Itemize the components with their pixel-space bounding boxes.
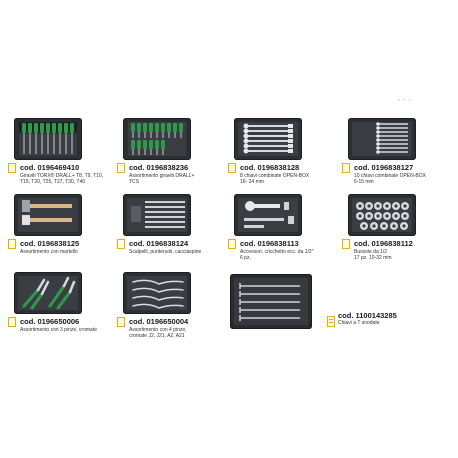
catalog-item-torx-screwdrivers: cod. 0196469410 Giraviti TORX® DRALL+ T8… bbox=[8, 118, 112, 188]
tray-image bbox=[123, 272, 191, 314]
item-badge-icon bbox=[342, 163, 350, 173]
item-code: cod. 0196838128 bbox=[240, 163, 300, 172]
item-code: cod. 0196838112 bbox=[354, 239, 413, 248]
item-badge-icon bbox=[342, 239, 350, 249]
item-code: cod. 0196469410 bbox=[20, 163, 80, 172]
item-description: Chiavi a T snodate bbox=[338, 320, 380, 326]
item-code: cod. 0196838125 bbox=[20, 239, 80, 248]
tray-image bbox=[234, 118, 302, 160]
catalog-item-chisels: cod. 0196838124 Scalpelli, punteruoli, c… bbox=[117, 194, 221, 264]
tray-image bbox=[14, 272, 82, 314]
item-description: Accessori, cricchetto ecc. da 1/2"6 pz. bbox=[240, 249, 314, 261]
item-description: Assortimento con 4 pinze,cromate J2, J21… bbox=[129, 327, 187, 339]
catalog-item-hammer-set: cod. 0196838125 Assortimento con martell… bbox=[8, 194, 112, 264]
tray-image bbox=[123, 118, 191, 160]
tray-image bbox=[234, 194, 302, 236]
tray-image bbox=[230, 274, 312, 329]
item-description: Giraviti TORX® DRALL+ T8, T9, T10,T15, T… bbox=[20, 173, 104, 185]
catalog-item-ratchet-accessories: cod. 0196838113 Accessori, cricchetto ec… bbox=[228, 194, 332, 264]
item-badge-icon bbox=[8, 317, 16, 327]
item-description: Scalpelli, punteruoli, cacciaspine bbox=[129, 249, 202, 255]
item-description: Assortimento con 3 pinze, cromate bbox=[20, 327, 97, 333]
hammer-icon bbox=[18, 198, 78, 232]
circlip-pliers-icon bbox=[127, 276, 187, 310]
tray-image bbox=[348, 194, 416, 236]
item-code: cod. 0196838127 bbox=[354, 163, 414, 172]
item-description: Assortimento con martello bbox=[20, 249, 78, 255]
item-badge-icon bbox=[228, 239, 236, 249]
item-code: cod. 0196838236 bbox=[129, 163, 189, 172]
item-badge-icon bbox=[117, 239, 125, 249]
screwdrivers-icon bbox=[128, 122, 186, 156]
tray-image bbox=[14, 194, 82, 236]
catalog-item-pliers-3: cod. 0196650006 Assortimento con 3 pinze… bbox=[8, 272, 112, 342]
tray-image bbox=[123, 194, 191, 236]
screwdrivers-icon bbox=[19, 122, 77, 156]
item-code: cod. 1100143285 bbox=[338, 311, 397, 320]
item-badge-icon bbox=[8, 163, 16, 173]
chisels-icon bbox=[127, 198, 187, 232]
catalog-item-t-handle-wrenches: cod. 1100143285 Chiavi a T snodate bbox=[230, 274, 430, 344]
item-code: cod. 0196838113 bbox=[240, 239, 299, 248]
item-badge-icon bbox=[117, 317, 125, 327]
item-badge-icon bbox=[117, 163, 125, 173]
item-badge-icon bbox=[8, 239, 16, 249]
catalog-item-wrenches-6-15: cod. 0196838127 10 chiavi combinate OPEN… bbox=[342, 118, 446, 188]
tray-image bbox=[14, 118, 82, 160]
item-description: Assortimento giraviti DRALL+TCS bbox=[129, 173, 195, 185]
sockets-icon bbox=[352, 198, 412, 232]
catalog-item-pliers-4: cod. 0196650004 Assortimento con 4 pinze… bbox=[117, 272, 221, 342]
item-code: cod. 0196838124 bbox=[129, 239, 189, 248]
catalog-item-wrenches-16-24: cod. 0196838128 8 chiavi combinate OPEN-… bbox=[228, 118, 332, 188]
pliers-icon bbox=[18, 276, 78, 310]
wrenches-icon bbox=[352, 122, 412, 156]
corner-note: - - - bbox=[398, 97, 412, 104]
ratchet-icon bbox=[238, 198, 298, 232]
item-badge-icon bbox=[327, 316, 335, 327]
tray-image bbox=[348, 118, 416, 160]
wrenches-icon bbox=[238, 122, 298, 156]
item-code: cod. 0196650004 bbox=[129, 317, 189, 326]
t-wrenches-icon bbox=[234, 278, 308, 325]
item-badge-icon bbox=[228, 163, 236, 173]
catalog-item-drall-screwdrivers: cod. 0196838236 Assortimento giraviti DR… bbox=[117, 118, 221, 188]
item-code: cod. 0196650006 bbox=[20, 317, 80, 326]
